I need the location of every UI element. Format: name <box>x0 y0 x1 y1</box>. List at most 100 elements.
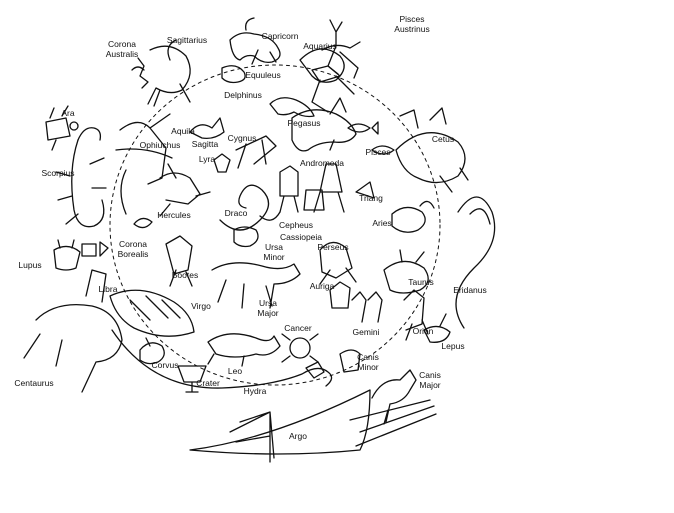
label-line: Ophiuchus <box>139 140 181 150</box>
orion-figure <box>403 289 429 341</box>
label-line: Pegasus <box>287 118 321 128</box>
label-line: Aries <box>372 218 392 228</box>
label-pisces: Pisces <box>365 147 390 157</box>
label-line: Centaurus <box>14 378 54 388</box>
label-gemini: Gemini <box>353 327 380 337</box>
label-libra: Libra <box>99 284 118 294</box>
label-ara: Ara <box>61 108 74 118</box>
delphinus-figure <box>269 97 315 118</box>
label-perseus: Perseus <box>317 242 348 252</box>
centaurus-figure <box>23 269 123 393</box>
scorpius-figure <box>55 127 107 228</box>
label-line: Canis <box>419 370 441 380</box>
argo-figure <box>189 389 437 463</box>
pisces-austrinus-figure <box>311 19 361 83</box>
label-line: Cancer <box>284 323 312 333</box>
label-cetus: Cetus <box>432 134 454 144</box>
label-lepus: Lepus <box>441 341 464 351</box>
label-line: Draco <box>224 208 248 218</box>
label-line: Major <box>419 380 441 390</box>
lepus-figure <box>423 313 451 343</box>
cetus-figure <box>395 107 469 193</box>
label-cassiopeia: Cassiopeia <box>280 232 322 242</box>
label-line: Delphinus <box>224 90 262 100</box>
label-line: Argo <box>289 431 307 441</box>
hydra-figure <box>111 329 333 389</box>
label-lupus: Lupus <box>18 260 41 270</box>
label-line: Auriga <box>309 281 335 291</box>
leo-figure <box>207 333 281 367</box>
label-line: Aquarius <box>303 41 337 51</box>
label-line: Ursa <box>265 242 283 252</box>
label-taurus: Taurus <box>408 277 434 287</box>
label-bootes: Bootes <box>172 270 198 280</box>
ophiuchus-figure <box>115 113 173 215</box>
label-cygnus: Cygnus <box>228 133 257 143</box>
bootes-figure <box>165 235 193 287</box>
aries-figure <box>391 200 435 233</box>
cassiopeia-figure <box>303 189 325 211</box>
label-capricorn: Capricorn <box>262 31 299 41</box>
label-ophiuchus: Ophiuchus <box>140 140 181 150</box>
label-line: Capricorn <box>261 31 299 41</box>
ecliptic-circle <box>109 64 441 386</box>
label-centaurus: Centaurus <box>14 378 53 388</box>
corona-borealis-figure <box>133 217 153 229</box>
label-line: Libra <box>98 284 118 294</box>
pegasus-figure <box>291 97 357 152</box>
label-line: Hercules <box>157 210 191 220</box>
label-line: Major <box>257 308 279 318</box>
label-triang: Triang <box>359 193 383 203</box>
label-corvus: Corvus <box>152 360 179 370</box>
ursa-minor-figure <box>233 226 259 248</box>
label-andromeda: Andromeda <box>300 158 344 168</box>
libra-figure <box>81 241 109 257</box>
label-line: Lupus <box>18 260 42 270</box>
equuleus-figure <box>221 65 246 84</box>
label-line: Lepus <box>441 341 465 351</box>
label-line: Pisces <box>399 14 425 24</box>
cancer-figure <box>281 333 319 363</box>
label-lyra: Lyra <box>199 154 215 164</box>
label-line: Bootes <box>171 270 199 280</box>
label-line: Cassiopeia <box>279 232 323 242</box>
label-line: Triang <box>359 193 383 203</box>
label-line: Minor <box>357 362 379 372</box>
label-line: Scorpius <box>41 168 75 178</box>
label-cancer: Cancer <box>284 323 311 333</box>
ara-figure <box>45 105 79 151</box>
label-line: Perseus <box>317 242 349 252</box>
cygnus-figure <box>235 135 277 169</box>
label-sagitta: Sagitta <box>192 139 218 149</box>
taurus-figure <box>383 249 429 294</box>
label-line: Taurus <box>408 277 434 287</box>
label-sagittarius: Sagittarius <box>167 35 207 45</box>
label-line: Leo <box>227 366 243 376</box>
label-line: Australis <box>105 49 139 59</box>
gemini-figure <box>351 291 383 323</box>
label-line: Virgo <box>191 301 211 311</box>
label-line: Sagittarius <box>166 35 208 45</box>
label-line: Cygnus <box>227 133 257 143</box>
label-line: Borealis <box>117 249 149 259</box>
draco-figure <box>219 184 281 231</box>
label-line: Hydra <box>243 386 267 396</box>
label-line: Crater <box>196 378 220 388</box>
label-equuleus: Equuleus <box>245 70 280 80</box>
label-line: Orion <box>412 326 434 336</box>
label-scorpius: Scorpius <box>41 168 74 178</box>
label-line: Austrinus <box>394 24 430 34</box>
eridanus-figure <box>455 196 496 329</box>
label-crater: Crater <box>196 378 220 388</box>
ursa-major-figure <box>211 262 301 309</box>
label-line: Cetus <box>431 134 455 144</box>
pisces-figure <box>347 121 395 155</box>
label-line: Canis <box>357 352 379 362</box>
label-draco: Draco <box>225 208 248 218</box>
label-hercules: Hercules <box>157 210 191 220</box>
